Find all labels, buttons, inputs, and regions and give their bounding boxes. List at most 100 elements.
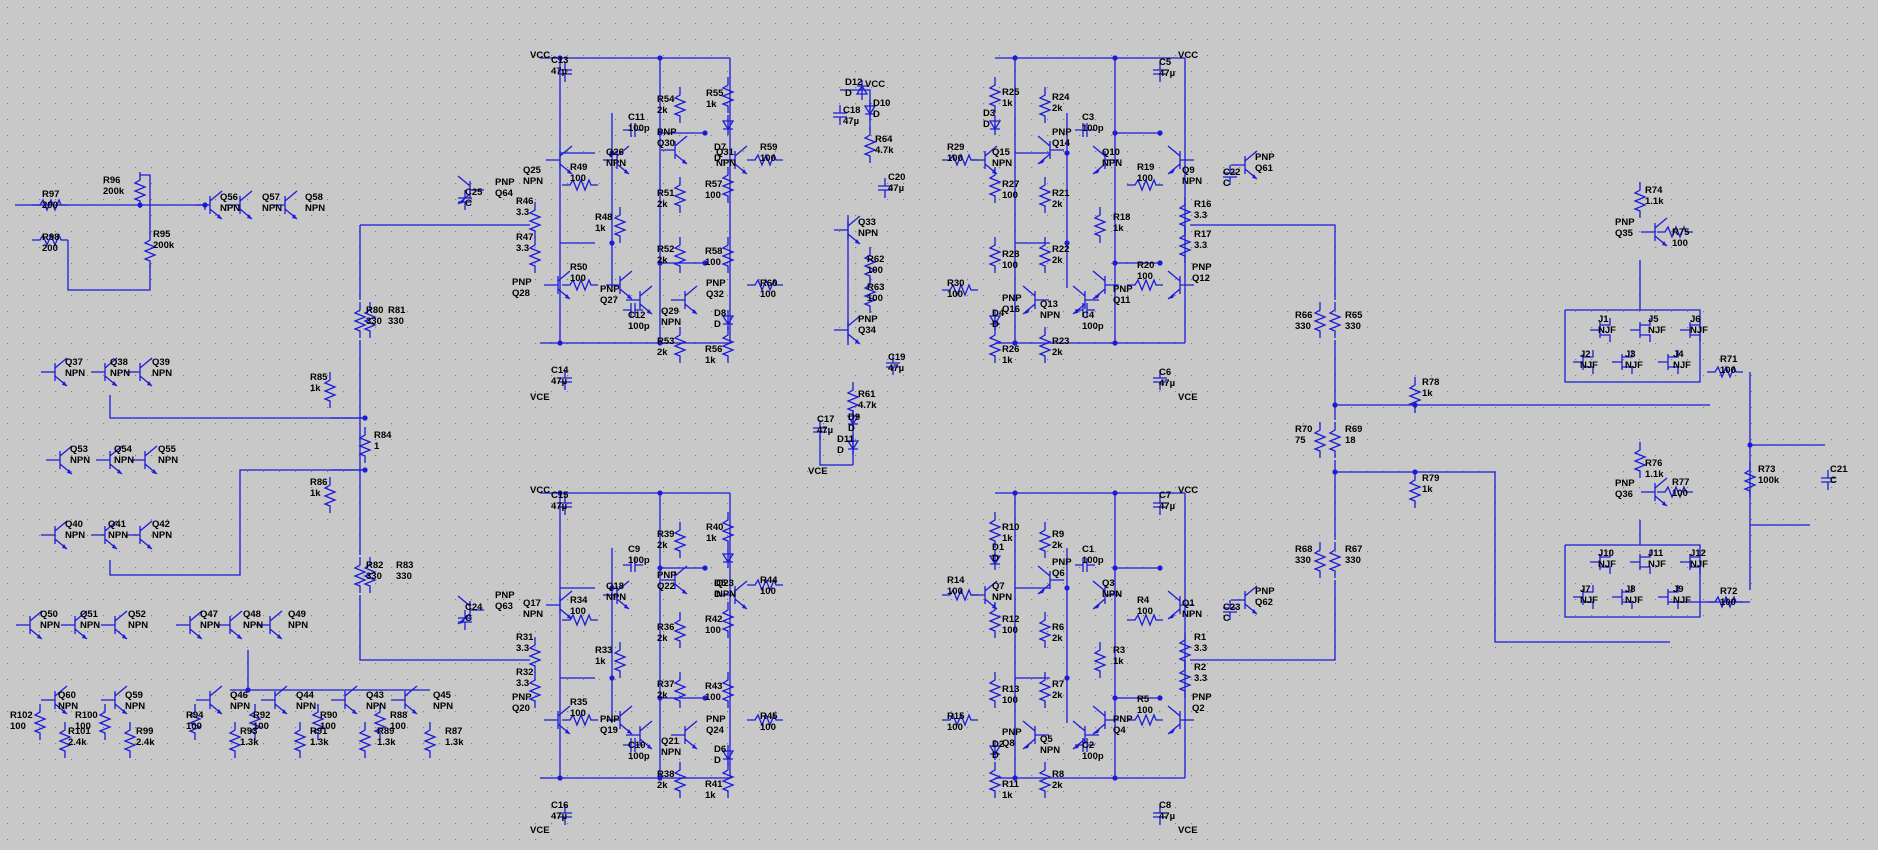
jfet-j3[interactable] [1612,350,1633,374]
capacitor-c9[interactable] [623,558,643,572]
resistor-r61[interactable] [846,382,860,418]
resistor-r27[interactable] [988,167,1002,203]
transistor-q33[interactable] [834,215,861,245]
resistor-r97[interactable] [32,198,68,212]
diode-d4[interactable] [988,310,1002,330]
diode-d6[interactable] [721,745,735,765]
resistor-r38[interactable] [673,762,687,798]
transistor-q4[interactable] [1092,705,1119,735]
transistor-q10[interactable] [1092,145,1119,175]
transistor-q3[interactable] [1092,580,1119,610]
transistor-q51[interactable] [61,610,88,640]
resistor-r33[interactable] [613,642,627,678]
capacitor-c24[interactable] [458,610,472,630]
transistor-q41[interactable] [91,520,118,550]
resistor-r10[interactable] [988,512,1002,548]
resistor-r18[interactable] [1093,207,1107,243]
capacitor-c3[interactable] [1075,123,1095,137]
resistor-r57[interactable] [721,167,735,203]
resistor-r5[interactable] [1127,713,1163,727]
resistor-r55[interactable] [721,77,735,113]
transistor-q20[interactable] [544,705,571,735]
diode-d10[interactable] [863,100,877,120]
transistor-q1[interactable] [1167,590,1194,620]
resistor-r94[interactable] [188,704,202,740]
resistor-r43[interactable] [721,672,735,708]
transistor-q22[interactable] [661,565,688,595]
diode-d9[interactable] [846,410,860,430]
transistor-q55[interactable] [131,445,158,475]
resistor-r58[interactable] [721,237,735,273]
resistor-r4[interactable] [1127,613,1163,627]
transistor-q40[interactable] [41,520,68,550]
resistor-r49[interactable] [562,178,598,192]
transistor-q9[interactable] [1167,145,1194,175]
resistor-r42[interactable] [721,602,735,638]
transistor-q29[interactable] [626,285,653,315]
diode-d5[interactable] [721,548,735,568]
resistor-r53[interactable] [673,327,687,363]
diode-d8[interactable] [721,310,735,330]
resistor-r51[interactable] [673,177,687,213]
resistor-r65[interactable] [1328,302,1342,338]
capacitor-c14[interactable] [558,370,572,390]
jfet-j9[interactable] [1658,585,1679,609]
transistor-q56[interactable] [196,190,223,220]
resistor-r19[interactable] [1127,178,1163,192]
resistor-r93[interactable] [228,722,242,758]
capacitor-c11[interactable] [623,123,643,137]
resistor-r81[interactable] [363,302,377,338]
resistor-r8[interactable] [1038,762,1052,798]
transistor-q6[interactable] [1037,565,1064,595]
jfet-j1[interactable] [1590,318,1611,342]
transistor-q30[interactable] [661,135,688,165]
transistor-q31[interactable] [721,145,748,175]
transistor-q50[interactable] [16,610,43,640]
resistor-r70[interactable] [1313,422,1327,458]
resistor-r20[interactable] [1127,278,1163,292]
resistor-r83[interactable] [363,557,377,593]
resistor-r3[interactable] [1093,642,1107,678]
capacitor-c21[interactable] [1821,470,1835,490]
resistor-r52[interactable] [673,237,687,273]
resistor-r15[interactable] [942,713,978,727]
transistor-q60[interactable] [41,685,68,715]
transistor-q59[interactable] [101,685,128,715]
resistor-r75[interactable] [1657,225,1693,239]
transistor-q26[interactable] [603,145,630,175]
resistor-r32[interactable] [528,672,542,708]
resistor-r14[interactable] [942,588,978,602]
resistor-r62[interactable] [863,247,877,283]
jfet-j6[interactable] [1680,318,1701,342]
capacitor-c12[interactable] [623,303,643,317]
jfet-j2[interactable] [1573,350,1594,374]
resistor-r2[interactable] [1178,662,1192,698]
resistor-r7[interactable] [1038,672,1052,708]
jfet-j5[interactable] [1630,318,1651,342]
transistor-q44[interactable] [261,685,288,715]
transistor-q42[interactable] [126,520,153,550]
transistor-q7[interactable] [971,580,998,610]
jfet-j11[interactable] [1630,550,1651,574]
resistor-r26[interactable] [988,327,1002,363]
transistor-q36[interactable] [1641,477,1668,507]
jfet-j7[interactable] [1573,585,1594,609]
jfet-j4[interactable] [1658,350,1679,374]
capacitor-c22[interactable] [1223,165,1237,185]
transistor-q49[interactable] [256,610,283,640]
resistor-r87[interactable] [423,722,437,758]
resistor-r12[interactable] [988,602,1002,638]
capacitor-c18[interactable] [833,105,847,125]
transistor-q61[interactable] [1231,150,1258,180]
jfet-j8[interactable] [1612,585,1633,609]
jfet-j10[interactable] [1590,550,1611,574]
capacitor-c16[interactable] [558,805,572,825]
capacitor-c4[interactable] [1075,303,1095,317]
transistor-q24[interactable] [671,720,698,750]
transistor-q57[interactable] [226,190,253,220]
transistor-q21[interactable] [626,720,653,750]
transistor-q38[interactable] [91,357,118,387]
transistor-q48[interactable] [216,610,243,640]
resistor-r68[interactable] [1313,542,1327,578]
